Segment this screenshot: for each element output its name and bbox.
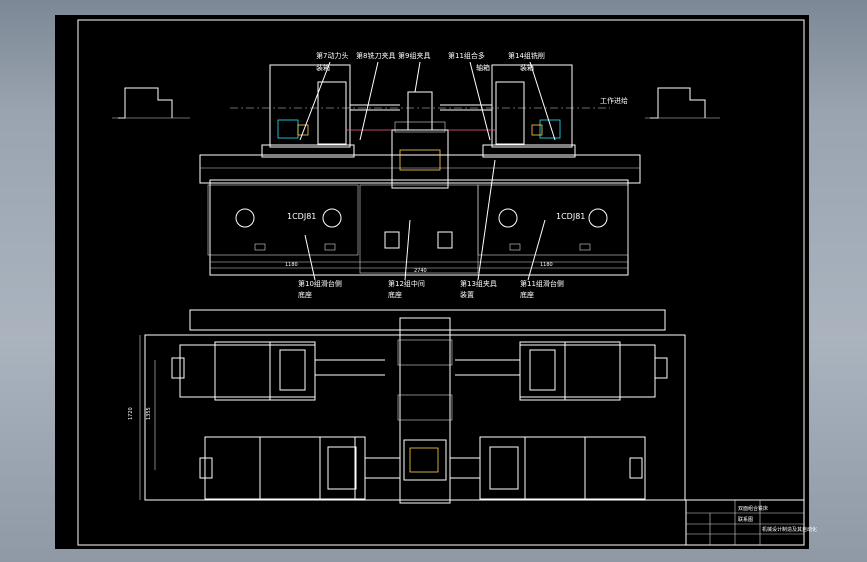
leader-lines <box>299 61 556 281</box>
label-unit11c: 轴箱 <box>476 63 490 72</box>
label-unit9: 第9组夹具 <box>398 51 430 60</box>
label-unit7: 第7动力头 <box>316 51 348 60</box>
title-block-school: 机械设计制造及其自动化 <box>762 526 817 533</box>
dim-mid: 2740 <box>414 268 427 274</box>
title-block-subtitle: 联系图 <box>738 516 753 523</box>
title-block-title: 双面组合铣床 <box>738 505 768 512</box>
label-base-fix2: 装置 <box>460 290 474 299</box>
dim-side: 1720 <box>128 407 134 420</box>
label-unit-r2: 装箱 <box>520 63 534 72</box>
label-work-right: 工作进给 <box>600 96 628 105</box>
label-unit8: 第8铣刀夹具 <box>356 51 395 60</box>
label-unit11b: 第11组合多 <box>448 51 485 60</box>
title-block <box>685 499 805 546</box>
drawing-frame <box>77 19 805 546</box>
code-left: 1CDJ81 <box>287 212 316 221</box>
label-base-fix: 第13组夹具 <box>460 279 497 288</box>
label-base-mid: 第12组中间 <box>388 279 425 288</box>
label-unit7b: 装箱 <box>316 63 330 72</box>
label-base-left2: 底座 <box>298 290 312 299</box>
label-base-left: 第10组滑台侧 <box>298 279 342 288</box>
plan-view <box>139 309 686 504</box>
front-elevation <box>112 64 720 276</box>
label-base-mid2: 底座 <box>388 290 402 299</box>
dim-left: 1180 <box>285 262 298 268</box>
label-base-right: 第11组滑台侧 <box>520 279 564 288</box>
dim-right: 1180 <box>540 262 553 268</box>
label-unit-r: 第14组铣削 <box>508 51 545 60</box>
code-right: 1CDJ81 <box>556 212 585 221</box>
label-base-right2: 底座 <box>520 290 534 299</box>
dim-side2: 1355 <box>146 407 152 420</box>
